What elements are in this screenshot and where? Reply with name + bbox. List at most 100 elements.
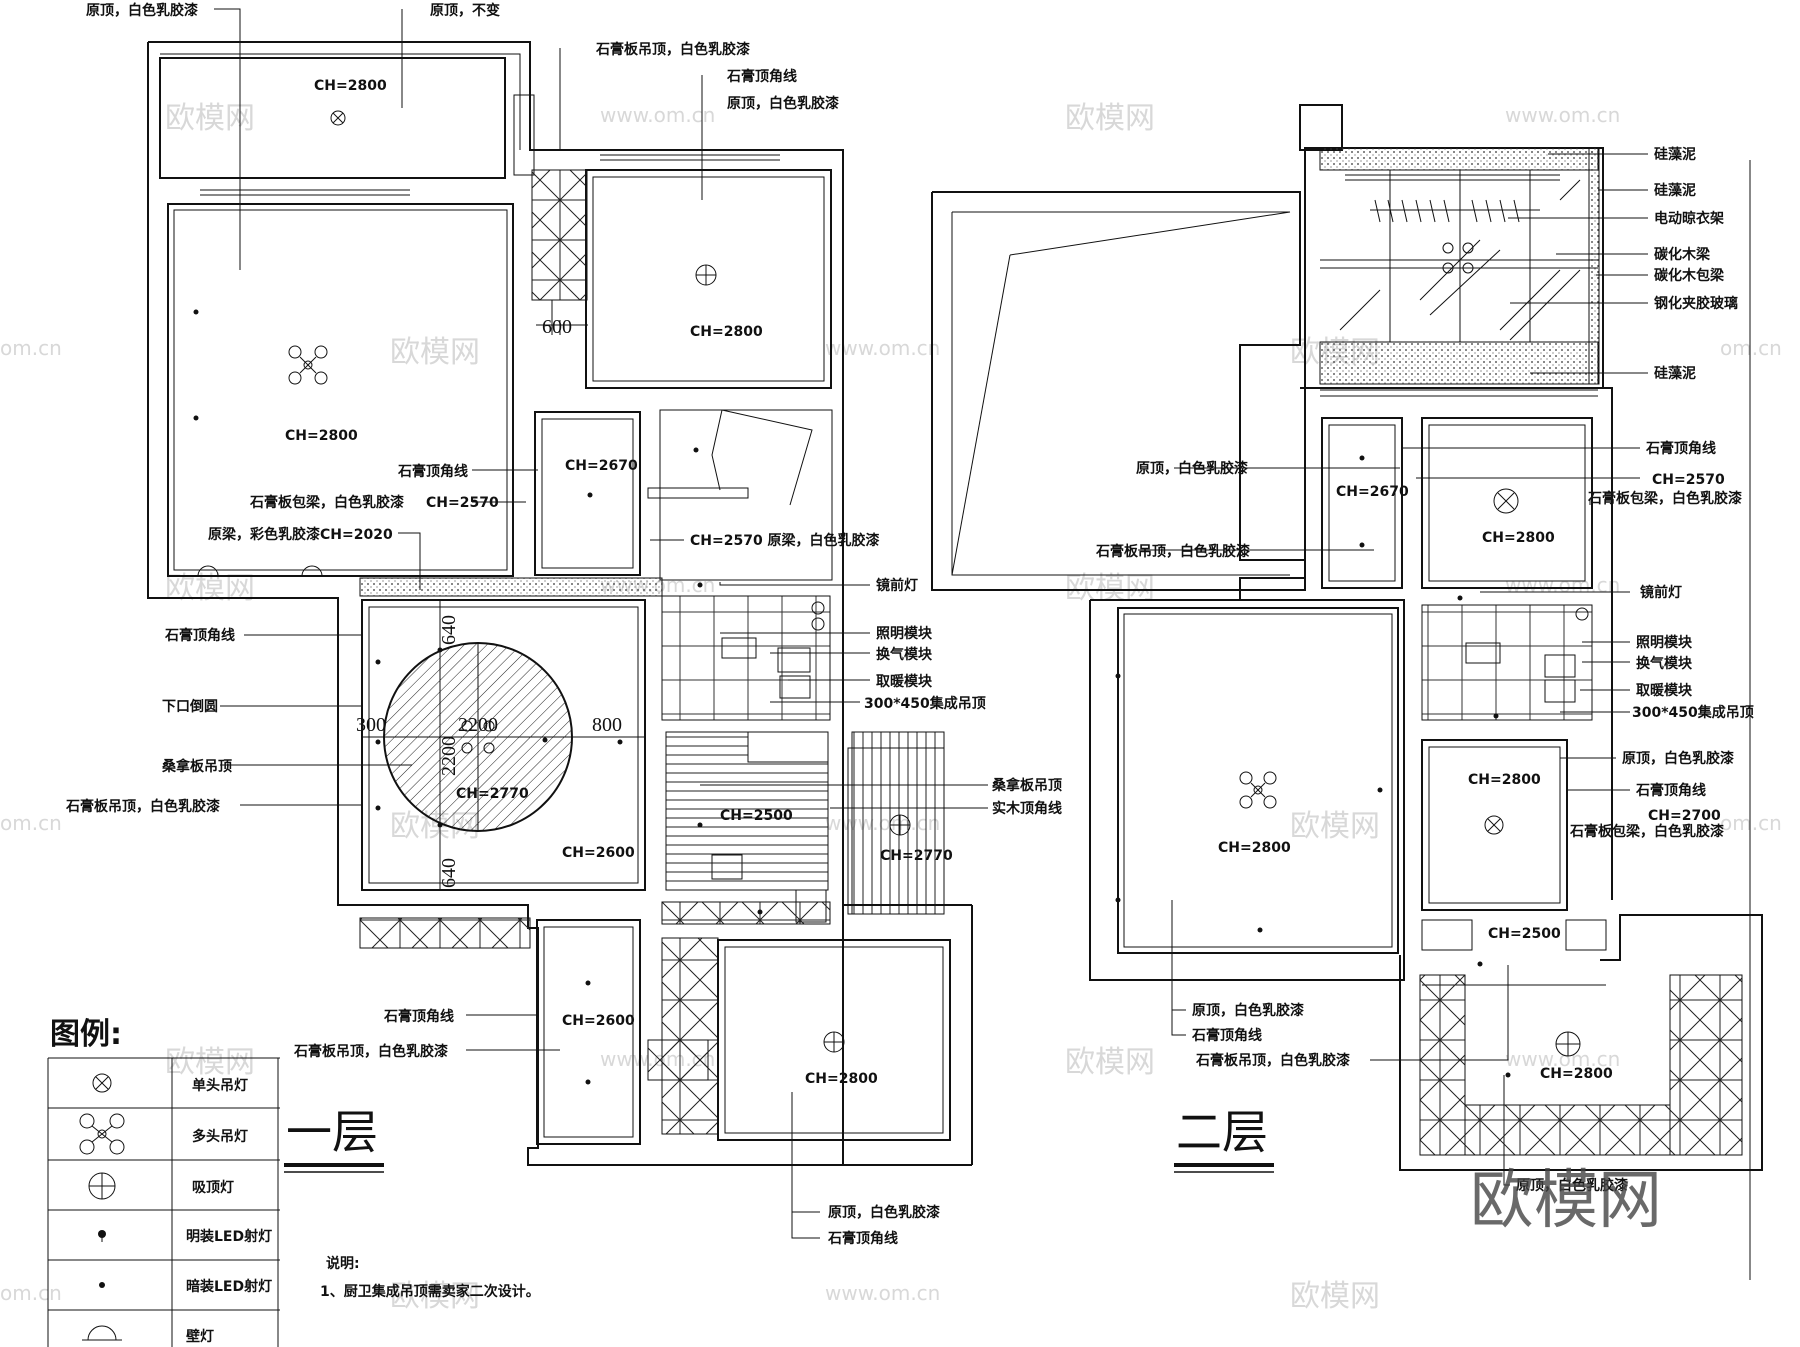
label: 取暖模块 (1636, 682, 1693, 699)
legend-label: 单头吊灯 (192, 1077, 248, 1094)
multi-pendant-lamp-icon (288, 345, 328, 385)
label: 硅藻泥 (1654, 182, 1696, 199)
label: 桑拿板吊顶 (162, 758, 232, 775)
label: 石膏板吊顶，白色乳胶漆 (1095, 543, 1250, 560)
label: 碳化木包梁 (1654, 267, 1725, 284)
wall-lamp-icon (197, 565, 323, 577)
single-pendant-lamp-icon (1484, 815, 1504, 835)
watermark-site-short: om.cn (1720, 336, 1782, 360)
floor2-leaders (1138, 153, 1648, 1186)
label: 石膏板吊顶，白色乳胶漆 (1195, 1052, 1350, 1069)
wall-lamp-icon (82, 1325, 122, 1341)
ceiling-height: CH=2800 (1482, 530, 1555, 546)
recessed-led-spotlight-icon (99, 1282, 105, 1288)
watermark-site: www.om.cn (825, 1281, 940, 1305)
legend-label: 多头吊灯 (192, 1128, 248, 1145)
watermark-brand: 欧模网 (165, 1045, 255, 1080)
watermark-site: www.om.cn (1505, 1047, 1620, 1071)
room-living-north (167, 203, 514, 577)
label: 原梁，彩色乳胶漆CH=2020 (208, 526, 393, 543)
label: 300*450集成吊顶 (1632, 704, 1754, 721)
legend-heading: 图例: (50, 1017, 122, 1052)
dimension: 640 (438, 858, 460, 888)
watermark-brand: 欧模网 (1290, 1279, 1380, 1314)
dimension: 2200 (458, 714, 498, 736)
ceiling-height: CH=2800 (1540, 1066, 1613, 1082)
label: 石膏顶角线 (827, 1230, 898, 1247)
label: 石膏板吊顶，白色乳胶漆 (293, 1043, 448, 1060)
watermark-site-short: om.cn (0, 811, 62, 835)
room-dining (361, 599, 646, 891)
label: 石膏板包梁，白色乳胶漆 (249, 494, 404, 511)
label: 石膏板包梁，白色乳胶漆 (1569, 823, 1724, 840)
ceiling-lamp-icon (1555, 1031, 1581, 1057)
watermark-brand: 欧模网 (1290, 809, 1380, 844)
multi-pendant-lamp-icon (1442, 242, 1474, 274)
watermark-brand: 欧模网 (165, 101, 255, 136)
label: 石膏顶角线 (726, 68, 797, 85)
label: 原顶，白色乳胶漆 (1136, 460, 1248, 477)
floor1-plan (147, 41, 973, 1166)
label: 石膏顶角线 (164, 627, 235, 644)
multi-pendant-lamp-icon (79, 1113, 125, 1155)
surface-led-spotlight-icon (98, 1230, 106, 1242)
watermark-site: www.om.cn (825, 336, 940, 360)
ceiling-height: CH=2800 (805, 1071, 878, 1087)
watermark-brand: 欧模网 (1065, 101, 1155, 136)
recessed-led-spotlights (1115, 455, 1511, 1078)
floor2-labels: 硅藻泥 硅藻泥 电动晾衣架 碳化木梁 碳化木包梁 钢化夹胶玻璃 硅藻泥 石膏顶角… (1095, 146, 1754, 1194)
label: 原顶，白色乳胶漆 (1192, 1002, 1304, 1019)
label: 石膏顶角线 (1635, 782, 1706, 799)
dimension: 600 (542, 316, 572, 338)
label: 硅藻泥 (1654, 146, 1696, 163)
watermark-site: www.om.cn (1505, 103, 1620, 127)
label: 石膏板吊顶，白色乳胶漆 (65, 798, 220, 815)
legend-label: 明装LED射灯 (186, 1228, 272, 1245)
label: 钢化夹胶玻璃 (1654, 295, 1738, 312)
ceiling-height: CH=2670 (565, 458, 638, 474)
label: 石膏顶角线 (1191, 1027, 1262, 1044)
multi-pendant-lamp-icon (1239, 771, 1277, 809)
dimension: 640 (438, 615, 460, 645)
watermark-site-short: om.cn (0, 336, 62, 360)
label: 桑拿板吊顶 (992, 777, 1062, 794)
ceiling-height: CH=2800 (285, 428, 358, 444)
label: 原顶，白色乳胶漆 (1622, 750, 1734, 767)
label: 镜前灯 (876, 577, 918, 594)
label: 硅藻泥 (1654, 365, 1696, 382)
legend-label: 暗装LED射灯 (186, 1278, 272, 1295)
label: 电动晾衣架 (1654, 210, 1724, 227)
ceiling-height: CH=2670 (1336, 484, 1409, 500)
room-f2-bedroom-north (1421, 417, 1593, 589)
label: 石膏板吊顶，白色乳胶漆 (595, 41, 750, 58)
dimension: 300 (356, 714, 386, 736)
watermark-brand: 欧模网 (390, 335, 480, 370)
ceiling-height: CH=2600 (562, 1013, 635, 1029)
label: 原顶，白色乳胶漆 (86, 2, 198, 19)
ceiling-height: CH=2800 (1218, 840, 1291, 856)
ceiling-height: CH=2800 (314, 78, 387, 94)
label: 石膏顶角线 (383, 1008, 454, 1025)
single-pendant-lamp-icon (1493, 488, 1519, 514)
label: 原顶，不变 (430, 2, 500, 19)
room-corridor-south (536, 919, 641, 1145)
ceiling-height: CH=2500 (720, 808, 793, 824)
label: CH=2570 原梁，白色乳胶漆 (690, 532, 880, 549)
floor2-title: 二层 (1176, 1105, 1268, 1159)
electric-drying-rack (1370, 199, 1540, 223)
ceiling-height: CH=2800 (690, 324, 763, 340)
ceiling-lamp-icon (823, 1031, 845, 1053)
balcony-ceiling (159, 57, 506, 179)
watermark-brand: 欧模网 (390, 1279, 480, 1314)
dimension: 2200 (438, 736, 460, 776)
watermark-site: www.om.cn (1505, 573, 1620, 597)
floor2-fixtures (1115, 455, 1581, 1078)
ceiling-lamp-icon (88, 1172, 116, 1200)
legend-label: 吸顶灯 (192, 1179, 234, 1196)
floor1-fixtures (193, 110, 911, 1085)
label: 原顶，白色乳胶漆 (828, 1204, 940, 1221)
notes-line: 1、厨卫集成吊顶需卖家二次设计。 (320, 1283, 540, 1300)
ceiling-lamp-icon (695, 264, 717, 286)
watermark-site: www.om.cn (600, 103, 715, 127)
